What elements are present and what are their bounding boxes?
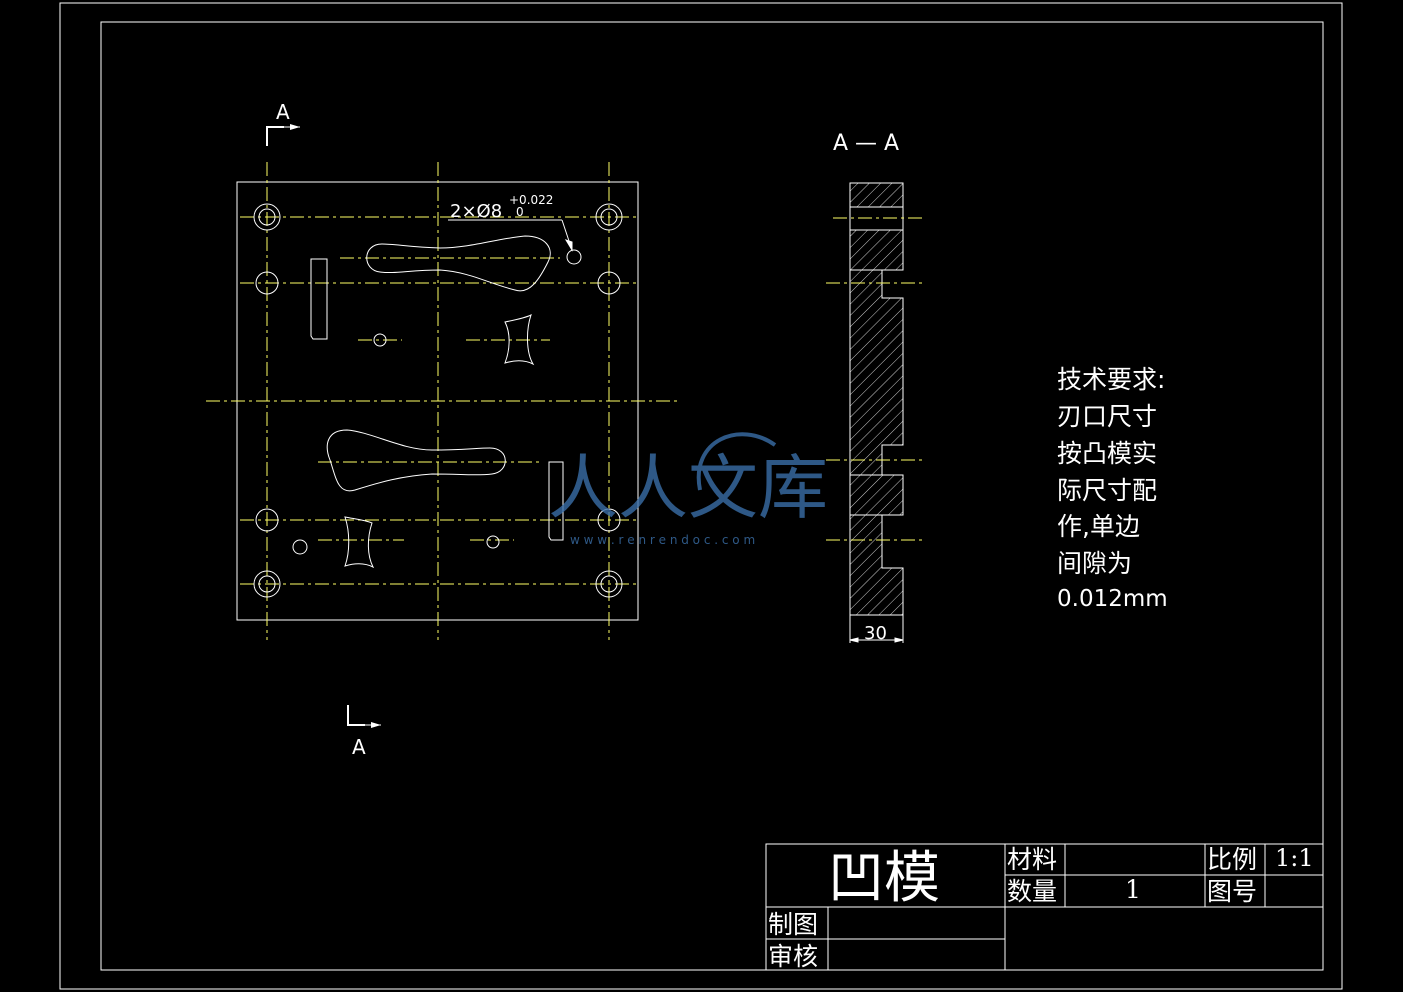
- plan-centerlines: [206, 162, 680, 640]
- tech-req-line-2: 刃口尺寸: [1057, 402, 1157, 431]
- hole-callout-leader: [448, 219, 573, 252]
- plan-view: 2×Ø8 +0.022 0 A A: [206, 100, 680, 759]
- upper-blank-profile: [366, 235, 551, 292]
- section-mark-bottom: [347, 705, 381, 728]
- thickness-dimension-text: 30: [864, 623, 887, 644]
- lower-blank-profile: [326, 429, 506, 492]
- scale-value: 1:1: [1275, 844, 1314, 872]
- hole-tolerance-upper: +0.022: [509, 193, 553, 207]
- inner-drawing-frame: [100, 21, 1324, 971]
- upper-narrow-slot: [310, 258, 328, 340]
- tech-req-line-4: 际尺寸配: [1057, 476, 1157, 505]
- drawn-by-label: 制图: [768, 910, 818, 939]
- lower-narrow-slot: [548, 461, 564, 541]
- part-name: 凹模: [828, 846, 940, 911]
- watermark-url: w w w . r e n r e n d o c . c o m: [570, 533, 755, 547]
- screw-holes: [253, 203, 623, 598]
- upper-bowtie-slot: [504, 314, 535, 366]
- title-block: [765, 843, 1324, 971]
- section-hatch: [849, 182, 904, 616]
- dowel-holes: [255, 271, 621, 532]
- section-letter-bottom: A: [352, 735, 366, 759]
- section-centerlines: [826, 217, 926, 541]
- section-mark-top: [266, 124, 300, 146]
- thickness-dimension: [849, 615, 904, 643]
- checked-by-label: 审核: [768, 942, 818, 971]
- drawing-no-label: 图号: [1207, 877, 1257, 906]
- material-label: 材料: [1007, 845, 1057, 874]
- tech-requirements: 技术要求: 刃口尺寸 按凸模实 际尺寸配 作,单边 间隙为 0.012mm: [1057, 365, 1168, 612]
- section-hole-openings: [849, 206, 904, 616]
- scale-label: 比例: [1207, 845, 1257, 874]
- watermark: 人人文库 w w w . r e n r e n d o c . c o m: [548, 432, 828, 547]
- tech-req-line-1: 技术要求:: [1057, 365, 1165, 394]
- section-view-title: A — A: [833, 131, 899, 156]
- section-view: A — A: [826, 131, 926, 644]
- quantity-value: 1: [1125, 875, 1141, 904]
- tech-req-line-6: 间隙为: [1057, 549, 1132, 578]
- lower-bowtie-slot: [344, 516, 375, 569]
- hole-tolerance-lower: 0: [516, 205, 524, 219]
- section-letter-top: A: [276, 100, 290, 124]
- watermark-logo-text: 人人文库: [548, 447, 828, 529]
- hole-callout-text: 2×Ø8: [450, 201, 502, 222]
- tech-req-line-5: 作,单边: [1057, 512, 1140, 541]
- pilot-holes: [292, 249, 582, 555]
- tech-req-line-3: 按凸模实: [1057, 439, 1157, 468]
- tech-req-line-7: 0.012mm: [1057, 586, 1168, 612]
- outer-sheet-border: [59, 2, 1343, 990]
- watermark-logo-swoosh: [696, 432, 777, 491]
- quantity-label: 数量: [1007, 877, 1057, 906]
